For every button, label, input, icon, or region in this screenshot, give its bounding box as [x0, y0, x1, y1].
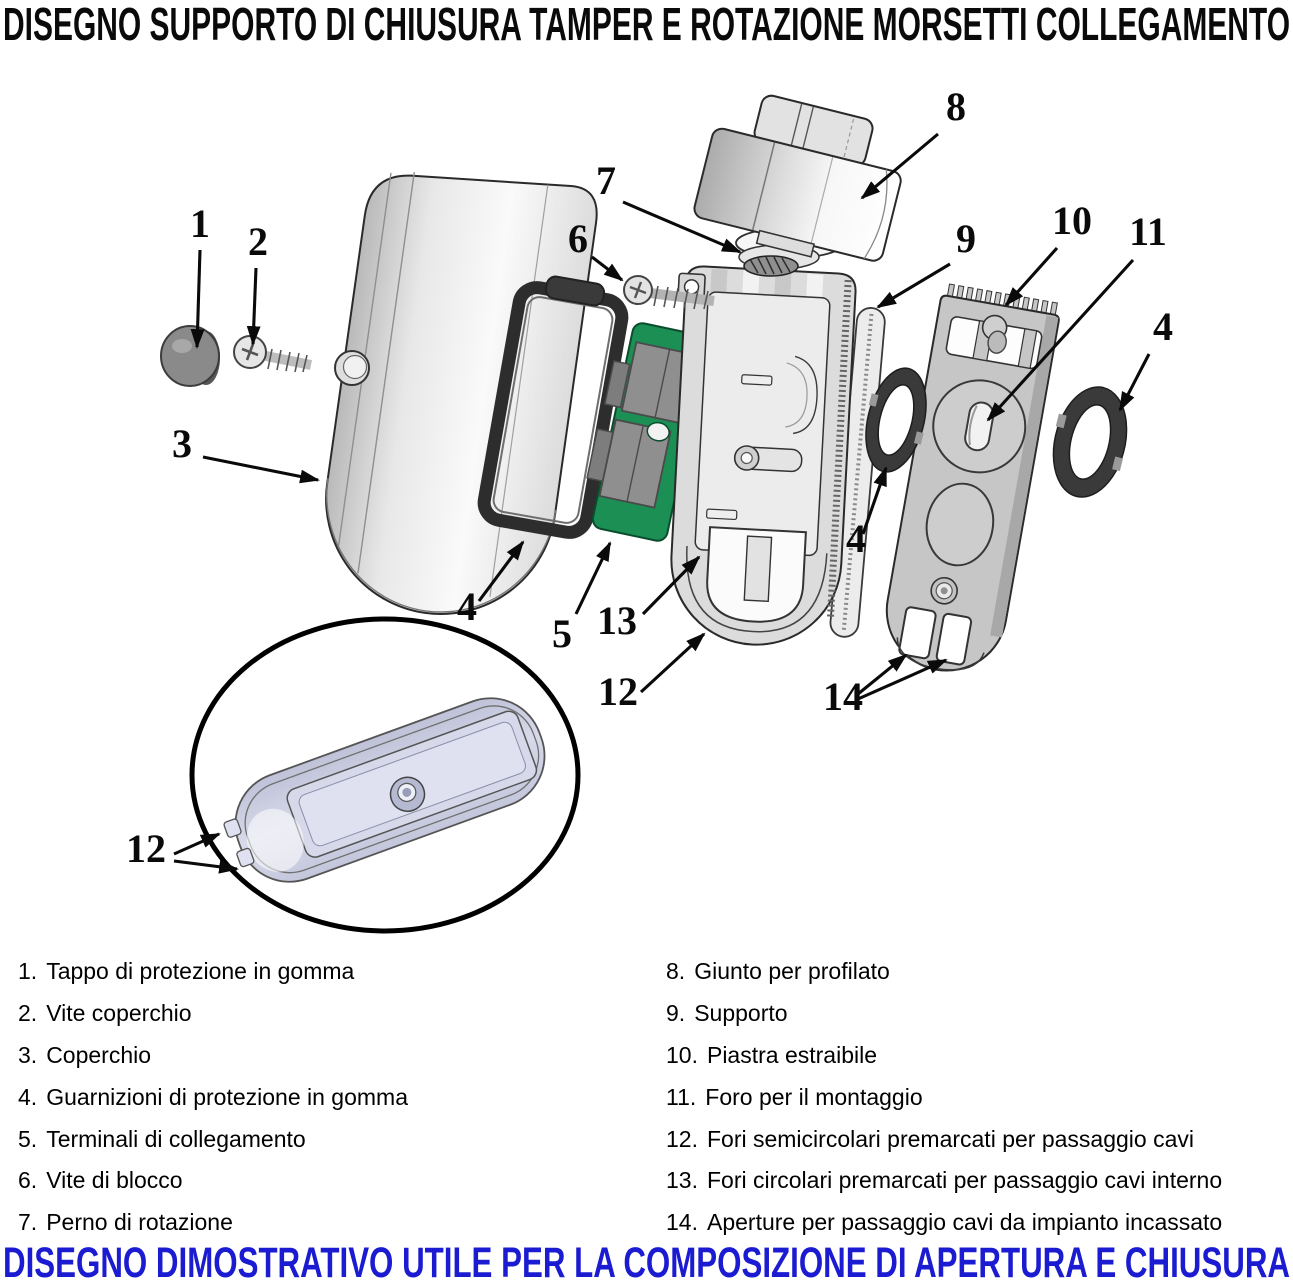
- legend-item: 9.Supporto: [666, 1000, 788, 1027]
- callout-3: 3: [172, 421, 192, 466]
- legend-item: 14.Aperture per passaggio cavi da impian…: [666, 1209, 1223, 1236]
- legend-item: 10.Piastra estraibile: [666, 1041, 878, 1068]
- callout-12-inset: 12: [126, 826, 166, 871]
- part-cover: [325, 172, 598, 615]
- cable-aperture: [935, 612, 973, 666]
- callout-8: 8: [946, 84, 966, 129]
- part-rubber-cap: [160, 325, 220, 387]
- callout-11: 11: [1129, 209, 1167, 254]
- callout-12: 12: [598, 669, 638, 714]
- callout-5: 5: [552, 611, 572, 656]
- legend-item: 7.Perno di rotazione: [18, 1209, 233, 1236]
- inset-semicircular-hole: [223, 818, 242, 838]
- part-oring-right: [1052, 386, 1128, 498]
- callout-1: 1: [190, 201, 210, 246]
- part-profile-joint: [693, 94, 902, 262]
- callout-13: 13: [597, 598, 637, 643]
- cable-aperture: [898, 606, 937, 660]
- callout-4-center: 4: [846, 516, 866, 561]
- footer-title: DISEGNO DIMOSTRATIVO UTILE PER LA COMPOS…: [3, 1239, 1290, 1285]
- legend-item: 2.Vite coperchio: [18, 1000, 192, 1027]
- part-locking-screw: [623, 275, 715, 310]
- legend-item: 5.Terminali di collegamento: [18, 1125, 306, 1152]
- callout-4-right: 4: [1153, 304, 1173, 349]
- part-gasket-frame: [477, 275, 629, 539]
- callout-9: 9: [956, 216, 976, 261]
- callout-arrows: [173, 132, 1151, 874]
- legend-item: 6.Vite di blocco: [18, 1167, 183, 1194]
- support-pin: [741, 374, 773, 386]
- legend-item: 13.Fori circolari premarcati per passagg…: [666, 1167, 1223, 1194]
- callout-6: 6: [568, 216, 588, 261]
- callout-2: 2: [248, 219, 268, 264]
- callout-10: 10: [1052, 198, 1092, 243]
- legend-item: 4.Guarnizioni di protezione in gomma: [18, 1083, 408, 1110]
- part-extractable-plate: [885, 283, 1060, 672]
- title-banner: DISEGNO SUPPORTO DI CHIUSURA TAMPER E RO…: [3, 0, 1290, 50]
- plate-oval-recess: [925, 482, 995, 567]
- legend-item: 1.Tappo di protezione in gomma: [18, 958, 355, 985]
- plate-side-face: [990, 315, 1059, 638]
- footer-banner: DISEGNO DIMOSTRATIVO UTILE PER LA COMPOS…: [3, 1239, 1290, 1285]
- legend-item: 8.Giunto per profilato: [666, 958, 890, 985]
- gasket-top-cap: [544, 275, 606, 307]
- legend-item: 11.Foro per il montaggio: [666, 1083, 923, 1110]
- callout-4-gasket: 4: [457, 584, 477, 629]
- part-terminal-pcb: [586, 322, 709, 542]
- callout-labels: 1 2 3 4 5 6 7 8 9 10 11 4 4 13 12 14 12: [126, 84, 1173, 871]
- legend-item: 3.Coperchio: [18, 1041, 152, 1068]
- legend-item: 12.Fori semicircolari premarcati per pas…: [666, 1125, 1194, 1152]
- legend-left-column: 1.Tappo di protezione in gomma 2.Vite co…: [18, 951, 408, 1244]
- callout-7: 7: [596, 158, 616, 203]
- inset-cover-interior: [189, 616, 581, 934]
- support-pin: [706, 508, 738, 521]
- callout-14: 14: [823, 674, 863, 719]
- part-support: [670, 265, 857, 646]
- support-ribbed-edge: [826, 279, 852, 620]
- page-title: DISEGNO SUPPORTO DI CHIUSURA TAMPER E RO…: [3, 0, 1290, 50]
- part-cover-screw: [233, 335, 312, 373]
- legend-right-column: 8.Giunto per profilato 9.Supporto 10.Pia…: [666, 951, 1222, 1244]
